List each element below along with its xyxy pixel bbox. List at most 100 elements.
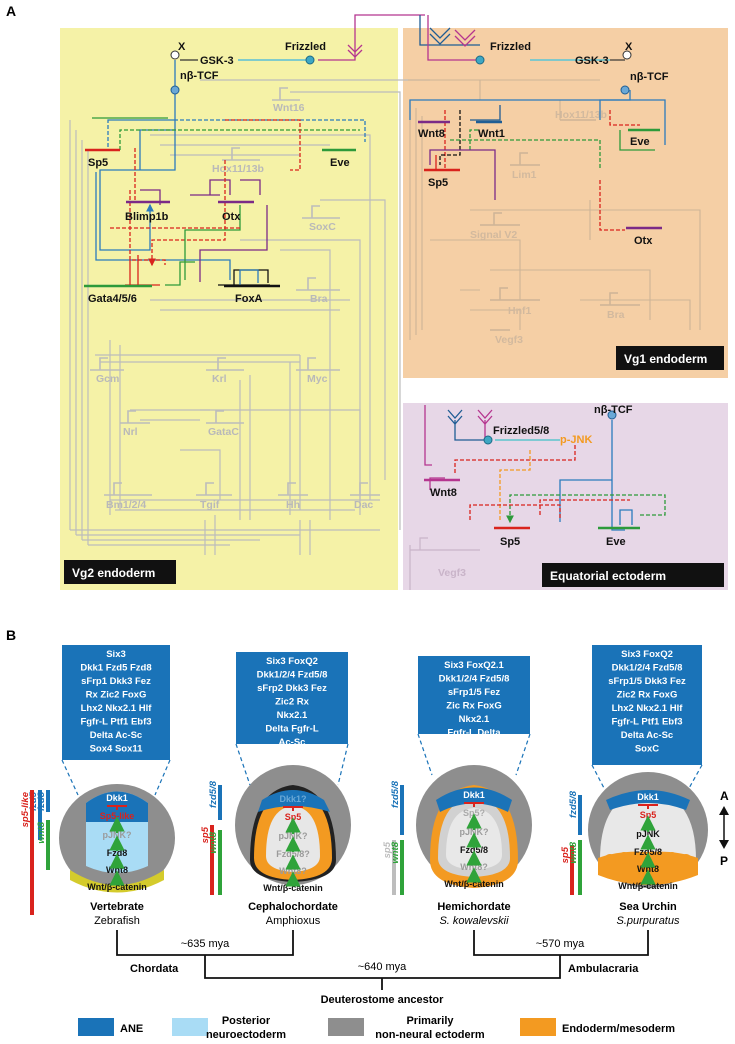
svg-text:FoxA: FoxA	[235, 293, 263, 305]
embryo-label-wnt: Wnt8?	[460, 862, 488, 872]
expression-bar-label: sp5	[560, 846, 571, 863]
svg-text:Wnt8: Wnt8	[418, 128, 445, 140]
gene-box-line: Delta Ac-Sc	[621, 730, 673, 741]
expression-bar-label: fzd5/8	[208, 780, 219, 808]
eq-label: Equatorial ectoderm	[550, 569, 666, 583]
svg-text:Hnf1: Hnf1	[508, 305, 531, 317]
embryo-label-base: Wnt/β-catenin	[87, 882, 147, 892]
ap-axis: A P	[719, 789, 729, 868]
eq-label-box	[542, 563, 724, 587]
svg-text:Gata4/5/6: Gata4/5/6	[88, 293, 137, 305]
vg2-gray-network	[69, 79, 430, 555]
expression-bar-label: fzd8	[36, 791, 47, 811]
vg1-signal	[475, 50, 632, 95]
embryo-label-sp: Sp5	[640, 810, 657, 820]
embryo-label-pjnk: pJNK?	[279, 831, 308, 841]
svg-text:Vertebrate: Vertebrate	[90, 901, 144, 913]
gene-box-line: SoxC	[635, 744, 659, 755]
embryo-label-pjnk: pJNK?	[103, 830, 132, 840]
svg-text:Bra: Bra	[310, 293, 328, 305]
gene-box-line: Nkx2.1	[277, 710, 308, 721]
expression-bar-label: fzd5/8	[568, 790, 579, 818]
expression-bar-label: sp5	[200, 826, 211, 843]
legend-endoderm: Endoderm/mesoderm	[562, 1023, 675, 1035]
svg-text:~640 mya: ~640 mya	[358, 961, 407, 973]
svg-text:Frizzled5/8: Frizzled5/8	[493, 425, 549, 437]
gene-box-line: Fgfr-L Ptf1 Ebf3	[611, 717, 682, 728]
vg1-gray-genes	[480, 119, 640, 331]
gene-box-line: sFrp1 Dkk3 Fez	[81, 676, 151, 687]
panel-a-label: A	[6, 3, 16, 19]
embryo-label-pjnk: pJNK?	[460, 827, 489, 837]
svg-text:Dac: Dac	[354, 499, 373, 511]
svg-text:Gcm: Gcm	[96, 373, 119, 385]
svg-text:A: A	[720, 789, 729, 803]
embryo-label-wnt: Wnt8?	[279, 866, 307, 876]
svg-text:Deuterostome ancestor: Deuterostome ancestor	[321, 994, 445, 1006]
svg-text:Sea Urchin: Sea Urchin	[619, 901, 677, 913]
gene-box-line: Zic2 Rx FoxG	[617, 690, 678, 701]
embryo-amphioxus	[235, 765, 351, 885]
embryo-label-fzd: Fzd5/8	[460, 845, 488, 855]
vg1-gray-labels: Hox11/13b Lim1 Signal V2 Hnf1 Bra Vegf3	[470, 109, 625, 346]
species-labels: Vertebrate Zebrafish Cephalochordate Amp…	[90, 901, 680, 927]
equatorial-ectoderm-region	[403, 403, 728, 590]
svg-text:Wnt8: Wnt8	[430, 487, 457, 499]
svg-text:Cephalochordate: Cephalochordate	[248, 901, 338, 913]
gene-box-line: Dkk1 Fzd5 Fzd8	[80, 663, 151, 674]
svg-text:GataC: GataC	[208, 426, 239, 438]
embryo-pathway-labels: Dkk1Sp5-likepJNK?Fzd8Wnt8Wnt/β-cateninDk…	[87, 790, 678, 893]
expression-bar-label: sp5-like	[20, 791, 31, 827]
svg-text:Frizzled: Frizzled	[490, 41, 531, 53]
box-connectors	[61, 733, 703, 796]
gene-box-line: Six3 FoxQ2.1	[444, 660, 504, 671]
phylogeny-labels: ~635 mya ~640 mya ~570 mya Chordata Ambu…	[130, 938, 639, 1006]
legend-swatch-endoderm	[520, 1018, 556, 1036]
svg-text:Zebrafish: Zebrafish	[94, 915, 140, 927]
svg-text:X: X	[178, 41, 186, 53]
eq-gray	[409, 537, 480, 590]
vg1-endoderm-region	[403, 28, 728, 378]
vg2-label: Vg2 endoderm	[72, 566, 155, 580]
gene-box-line: Zic2 Rx	[275, 697, 310, 708]
expression-bar-label: fzd5/8	[390, 780, 401, 808]
gene-box-line: sFrp2 Dkk3 Fez	[257, 683, 327, 694]
vg2-gene-labels: GSK-3 Frizzled X nβ-TCF Sp5 Eve Blimp1b …	[88, 41, 350, 305]
vg1-colored-network	[409, 15, 666, 231]
embryo-label-sp: Sp5-like	[100, 811, 135, 821]
svg-text:Wnt1: Wnt1	[478, 128, 505, 140]
vg1-label: Vg1 endoderm	[624, 352, 707, 366]
embryo-label-base: Wnt/β-catenin	[618, 881, 678, 891]
vg2-label-box	[64, 560, 176, 584]
svg-text:p-JNK: p-JNK	[560, 434, 592, 446]
panel-b-label: B	[6, 627, 16, 643]
legend-swatch-ectoderm	[328, 1018, 364, 1036]
svg-text:Sp5: Sp5	[88, 157, 108, 169]
svg-text:nβ-TCF: nβ-TCF	[594, 404, 633, 416]
svg-text:Sp5: Sp5	[428, 177, 448, 189]
svg-text:X: X	[625, 41, 633, 53]
svg-text:Hox11/13b: Hox11/13b	[212, 163, 264, 175]
svg-text:Vegf3: Vegf3	[495, 334, 523, 346]
expression-bar-label: wnt8	[36, 821, 47, 843]
vg2-endoderm-region	[60, 28, 398, 590]
legend-ectoderm-2: non-neural ectoderm	[375, 1029, 485, 1041]
gene-box-line: Dkk1/2/4 Fzd5/8	[257, 670, 328, 681]
svg-text:Lim1: Lim1	[512, 169, 537, 181]
svg-text:Amphioxus: Amphioxus	[266, 915, 321, 927]
svg-text:Bra: Bra	[607, 309, 625, 321]
vg2-signal	[170, 14, 425, 95]
legend-ectoderm-1: Primarily	[406, 1015, 454, 1027]
svg-text:Eve: Eve	[330, 157, 350, 169]
gene-box-line: Six3 FoxQ2	[266, 656, 318, 667]
svg-text:Nrl: Nrl	[123, 426, 138, 438]
gene-box-line: Rx Zic2 FoxG	[86, 690, 147, 701]
gene-box-line: Fgfr-L Ptf1 Ebf3	[80, 717, 151, 728]
svg-text:Otx: Otx	[634, 235, 653, 247]
embryo-label-top: Dkk1	[106, 793, 128, 803]
svg-text:Vegf3: Vegf3	[438, 567, 466, 579]
